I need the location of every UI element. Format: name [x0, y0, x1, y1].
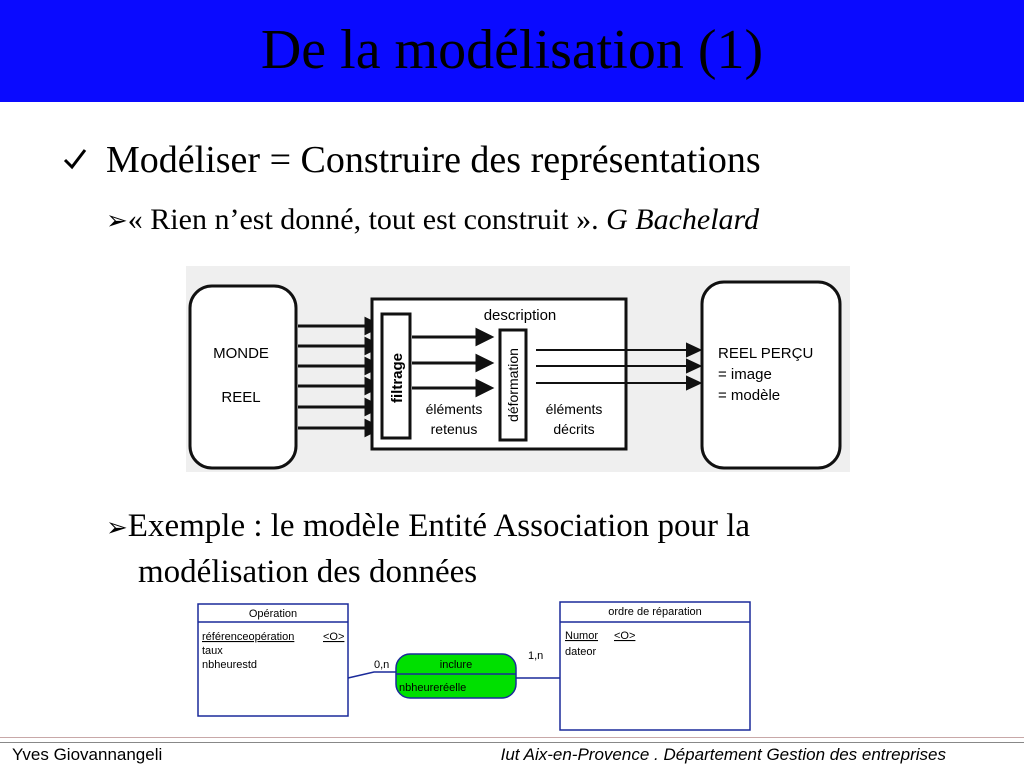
operation-attr-taux: taux — [202, 645, 223, 657]
described-elements-line1: éléments — [546, 401, 603, 417]
title-bar — [0, 0, 1024, 102]
reel-percu-label: REEL PERÇU — [718, 345, 813, 362]
footer-author: Yves Giovannangeli — [12, 745, 163, 764]
retained-elements-line1: éléments — [426, 401, 483, 417]
example-line2: modélisation des données — [138, 554, 478, 590]
arrow-bullet-icon: ➢ — [106, 513, 128, 543]
example-line1: Exemple : le modèle Entité Association p… — [127, 508, 751, 544]
bullet-modeliser-text: Modéliser = Construire des représentatio… — [106, 139, 761, 181]
association-name: inclure — [440, 659, 472, 671]
ordre-attr-dateor: dateor — [565, 646, 597, 658]
operation-attr-nbheurestd: nbheurestd — [202, 659, 257, 671]
entity-operation-name: Opération — [249, 608, 297, 620]
footer-divider-top — [0, 737, 1024, 738]
reel-label: REEL — [221, 389, 260, 406]
operation-key-marker: <O> — [323, 631, 344, 643]
cardinality-left: 0,n — [374, 659, 389, 671]
output-arrows — [536, 342, 703, 391]
footer-divider — [0, 742, 1024, 743]
filtrage-box — [380, 312, 412, 440]
deformation-box — [498, 328, 528, 442]
reel-percu-box — [700, 280, 842, 470]
monde-reel-box — [188, 284, 298, 470]
bullet-bachelard-quote: ➢« Rien n’est donné, tout est construit … — [106, 200, 759, 241]
association-inclure: inclure nbheureréelle — [395, 653, 517, 699]
er-diagram: Opération référenceopération <O> taux nb… — [197, 601, 751, 731]
middle-arrows — [412, 327, 495, 398]
described-elements-line2: décrits — [553, 421, 594, 437]
filtrage-label: filtrage — [389, 353, 406, 403]
retained-elements-line2: retenus — [431, 421, 478, 437]
modele-label: = modèle — [718, 387, 780, 404]
entity-ordre-reparation: ordre de réparation Numor <O> dateor — [559, 601, 751, 731]
entity-operation: Opération référenceopération <O> taux nb… — [197, 603, 349, 717]
image-label: = image — [718, 366, 772, 383]
arrow-bullet-icon: ➢ — [106, 206, 128, 236]
ordre-key-marker: <O> — [614, 630, 635, 642]
association-attr: nbheureréelle — [399, 682, 466, 694]
bachelard-author: G Bachelard — [606, 203, 760, 236]
cardinality-right: 1,n — [528, 650, 543, 662]
link-left — [347, 671, 398, 679]
ordre-key-attr: Numor — [565, 630, 598, 642]
check-mark-icon — [62, 138, 106, 182]
operation-key-attr: référenceopération — [202, 631, 294, 643]
bullet-modeliser: Modéliser = Construire des représentatio… — [62, 138, 761, 182]
entity-ordre-reparation-name: ordre de réparation — [608, 606, 702, 618]
bullet-example: ➢Exemple : le modèle Entité Association … — [106, 504, 750, 594]
deformation-label: déformation — [505, 348, 521, 422]
monde-label: MONDE — [213, 345, 269, 362]
footer-institution: Iut Aix-en-Provence . Département Gestio… — [500, 745, 946, 764]
slide-title: De la modélisation (1) — [260, 19, 764, 81]
modeling-process-diagram: MONDE REEL description filtrage déformat… — [186, 266, 850, 472]
description-label: description — [484, 307, 557, 324]
bachelard-quote-text: « Rien n’est donné, tout est construit »… — [127, 203, 607, 236]
